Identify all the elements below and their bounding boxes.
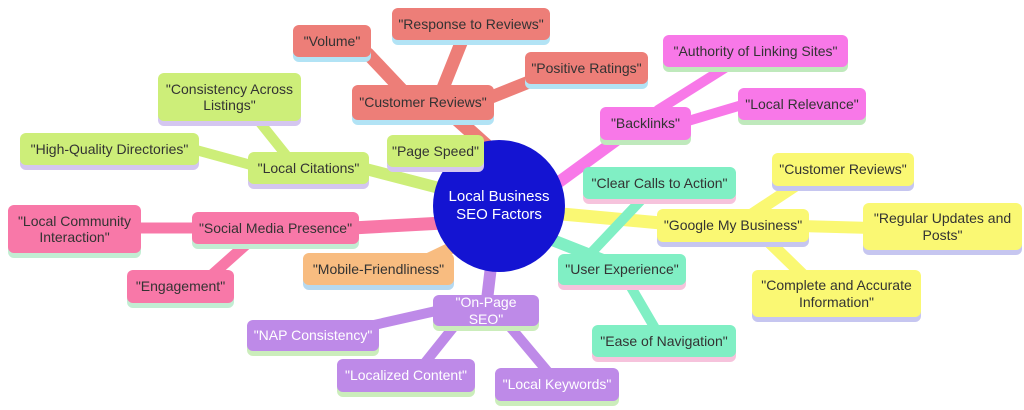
edge-onpage-localized-content bbox=[419, 319, 461, 369]
center-node-label: Local Business SEO Factors bbox=[448, 188, 550, 223]
edge-citations-directories bbox=[191, 145, 256, 170]
node-high-quality-directories: "High-Quality Directories" bbox=[20, 133, 199, 165]
node-local-community-interaction: "Local Community Interaction" bbox=[8, 205, 141, 253]
node-authority-of-linking-sites: "Authority of Linking Sites" bbox=[663, 35, 848, 67]
node-local-citations: "Local Citations" bbox=[248, 152, 369, 184]
node-gmb-customer-reviews: "Customer Reviews" bbox=[772, 153, 914, 186]
edge-ux-clear-calls bbox=[587, 191, 650, 257]
node-regular-updates-and-posts: "Regular Updates and Posts" bbox=[863, 203, 1022, 250]
node-volume: "Volume" bbox=[293, 25, 371, 57]
edge-customer-reviews-response bbox=[436, 31, 470, 95]
node-customer-reviews: "Customer Reviews" bbox=[352, 85, 494, 120]
node-response-to-reviews: "Response to Reviews" bbox=[392, 8, 550, 40]
node-positive-ratings: "Positive Ratings" bbox=[525, 52, 648, 84]
node-engagement: "Engagement" bbox=[127, 270, 234, 303]
node-social-media-presence: "Social Media Presence" bbox=[192, 212, 359, 244]
edge-smp-engagement bbox=[207, 235, 256, 280]
node-backlinks: "Backlinks" bbox=[600, 107, 691, 140]
node-nap-consistency: "NAP Consistency" bbox=[247, 320, 379, 351]
edge-gmb-complete-info bbox=[759, 232, 808, 280]
node-page-speed: "Page Speed" bbox=[387, 135, 484, 167]
edge-onpage-nap bbox=[369, 306, 441, 330]
edge-customer-reviews-positive-ratings bbox=[482, 73, 541, 105]
edge-onpage-local-keywords bbox=[501, 317, 553, 377]
edge-customer-reviews-volume bbox=[361, 47, 409, 97]
node-consistency-across-listings: "Consistency Across Listings" bbox=[158, 73, 301, 121]
node-clear-calls-to-action: "Clear Calls to Action" bbox=[583, 167, 736, 199]
node-mobile-friendliness: "Mobile-Friendliness" bbox=[303, 253, 454, 285]
node-google-my-business: "Google My Business" bbox=[657, 209, 809, 242]
node-ease-of-navigation: "Ease of Navigation" bbox=[592, 325, 736, 357]
node-local-relevance: "Local Relevance" bbox=[738, 88, 866, 120]
edge-backlinks-local-relevance bbox=[683, 100, 747, 126]
node-on-page-seo: "On-Page SEO" bbox=[433, 294, 539, 327]
node-local-keywords: "Local Keywords" bbox=[495, 368, 619, 401]
node-user-experience: "User Experience" bbox=[558, 254, 686, 285]
edge-citations-consistency bbox=[253, 115, 291, 160]
edge-gmb-regular-updates bbox=[794, 220, 878, 234]
node-localized-content: "Localized Content" bbox=[337, 359, 475, 392]
edge-backlinks-authority bbox=[653, 61, 733, 115]
edge-ux-ease-navigation bbox=[623, 277, 661, 335]
node-complete-and-accurate-information: "Complete and Accurate Information" bbox=[752, 270, 921, 317]
